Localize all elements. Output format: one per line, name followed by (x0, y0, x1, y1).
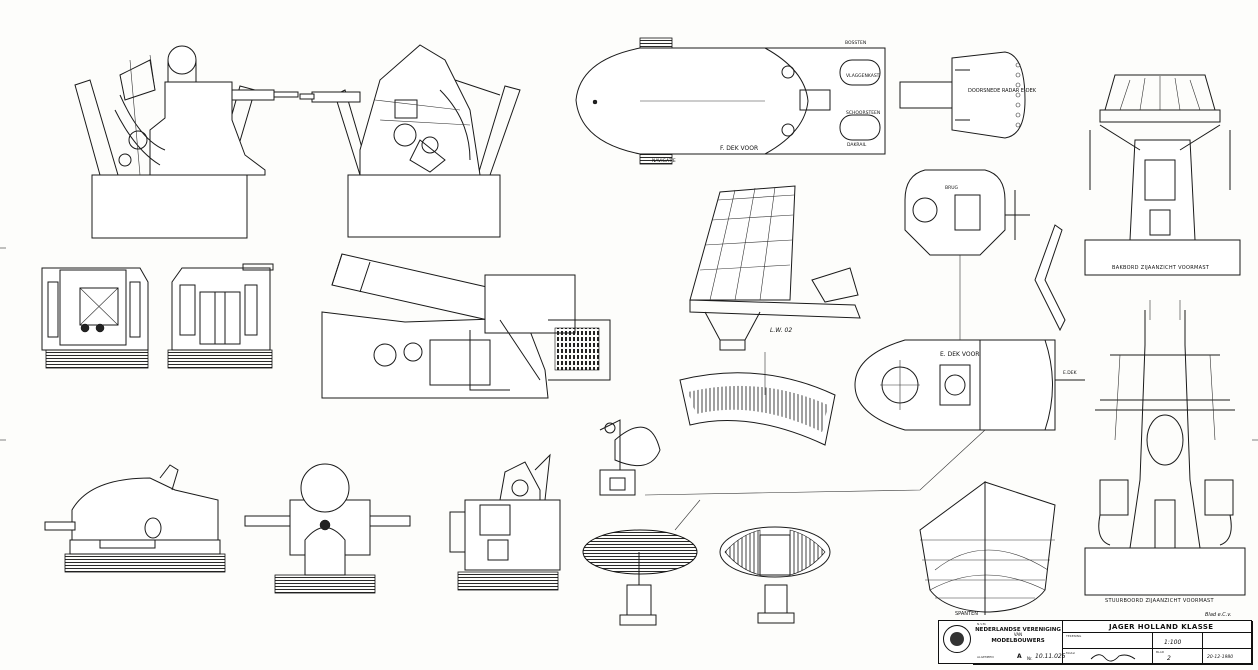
label-e-deck: E. DEK VOOR (940, 351, 980, 358)
drawing-number: 10.11.025 (1035, 653, 1066, 660)
note-bridge: BRUG (945, 186, 958, 191)
label-radar-section: DOORSNEDE RADAR E-DEK (968, 88, 1037, 94)
gun-mount-front (244, 463, 411, 594)
gun-mount-side (44, 464, 226, 573)
field-general: ALGEMEEN (977, 655, 994, 659)
org-line-1: NEDERLANDSE VERENIGING (975, 627, 1061, 633)
label-f-deck: F. DEK VOOR (720, 145, 759, 152)
label-lw02: L.W. 02 (770, 327, 793, 334)
note-top-3: SCHOORSTEEN (846, 111, 881, 116)
title-block: N.V.M. NEDERLANDSE VERENIGING VAN MODELB… (938, 620, 1253, 665)
label-frames: SPANTEN (955, 611, 978, 617)
caption-fore-mast-starboard: STUURBOORD ZIJAANZICHT VOORMAST (1105, 598, 1214, 604)
association-logo (943, 625, 971, 653)
elliptical-antenna-1 (582, 529, 698, 626)
f-deck-plan (575, 37, 886, 165)
turret-front-view-1 (41, 267, 149, 369)
turret-side-view-2 (299, 44, 521, 238)
radar-dome-unit (599, 419, 661, 496)
scale-value: 1:100 (1164, 639, 1182, 646)
caption-fore-mast-port: BAKBORD ZIJAANZICHT VOORMAST (1112, 265, 1210, 271)
gun-mount-rear (449, 453, 561, 591)
e-deck-plan (854, 339, 1085, 431)
org-line-2: VAN (1013, 632, 1023, 638)
lw02-antenna-dish (679, 352, 836, 446)
note-e-deck: E.DEK (1063, 371, 1077, 376)
field-top-small: N.V.M. (977, 622, 987, 626)
ship-class-title: JAGER HOLLAND KLASSE (1109, 623, 1214, 631)
hull-body-plan (919, 481, 1056, 615)
sheet-note: Blad e.C.v. (1205, 612, 1232, 618)
fore-mast-side-view (1084, 74, 1241, 276)
elliptical-antenna-2 (719, 526, 831, 624)
org-line-3: MODELBOUWERS (991, 637, 1045, 644)
note-top-5: DAKRAIL (847, 143, 867, 148)
turret-side-view-1 (74, 45, 299, 239)
signature-mark (1090, 654, 1136, 662)
drawing-label: TEKENING (1066, 634, 1082, 638)
author-label: Model (1066, 651, 1076, 655)
sheet-number: 2 (1167, 655, 1171, 662)
note-top-4: NAVIGATIE (652, 159, 676, 164)
missile-launcher-side (321, 253, 611, 399)
revision-letter: A (1017, 653, 1022, 660)
radar-platform-plan (904, 169, 1030, 340)
turret-rear-view-1 (167, 263, 274, 369)
radar-lattice-antenna (689, 185, 861, 351)
note-top-2: VLAGGENKAST (846, 74, 880, 79)
drawing-date: 20-12-1980 (1207, 655, 1234, 660)
note-top-1: BOSSTEN (845, 41, 867, 46)
number-label: Nr. (1027, 656, 1033, 661)
fore-mast-front-view (1084, 300, 1246, 596)
sheet-label: BLAD (1156, 650, 1165, 654)
deck-detail-plan (899, 51, 1026, 139)
